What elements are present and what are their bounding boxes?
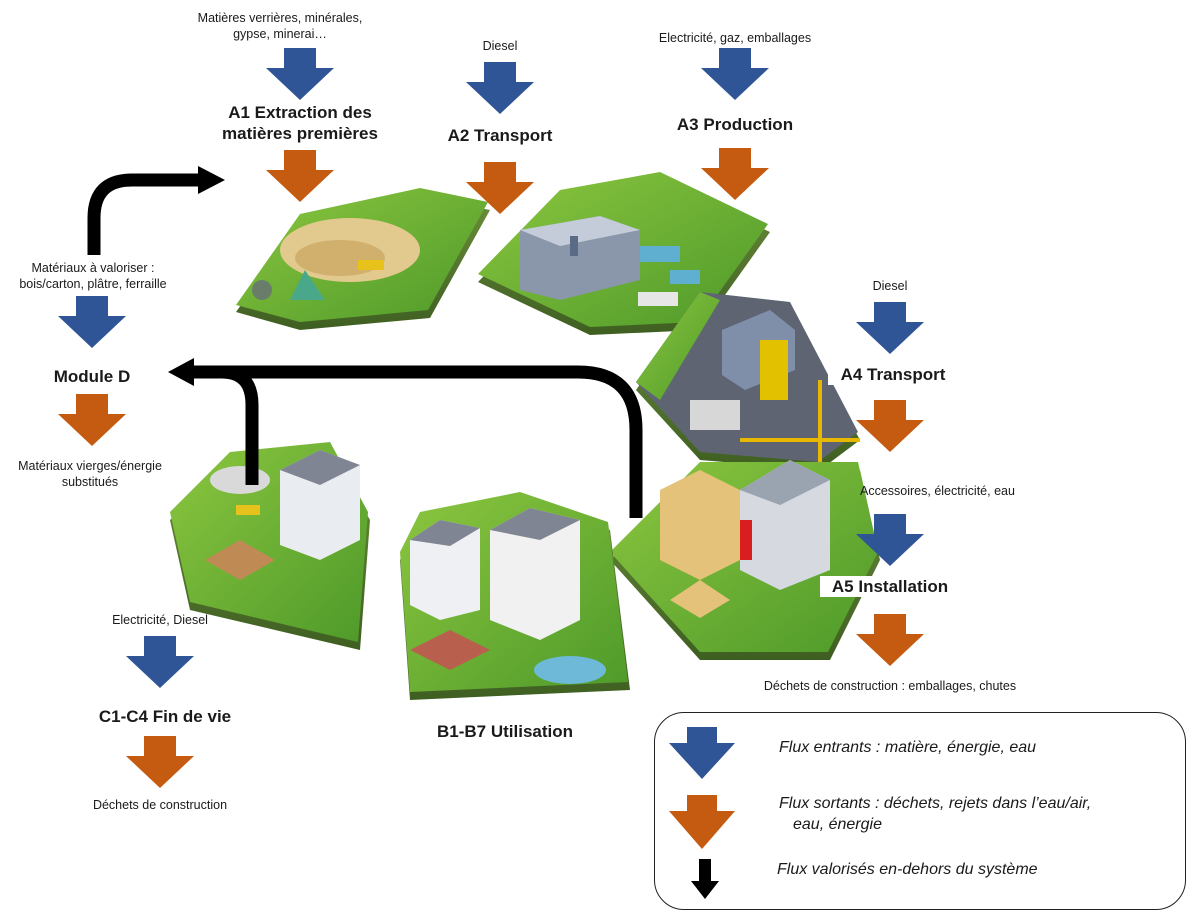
legend-outflow-line-1: Flux sortants : déchets, rejets dans l’e… [779, 795, 1092, 812]
a2-input-text: Diesel [482, 39, 518, 53]
a4-title: A4 Transport [828, 364, 958, 385]
legend-valorised-label: Flux valorisés en-dehors du système [777, 861, 1038, 878]
arrowhead-module-d [168, 358, 194, 386]
a1-outflow-arrow [266, 150, 334, 202]
legend-outflow-arrow [669, 795, 735, 849]
a2-inflow-arrow [466, 62, 534, 114]
a1-inflow-arrow [266, 48, 334, 100]
d-output-line-1: Matériaux vierges/énergie [18, 459, 162, 473]
legend-outflow-label: Flux sortants : déchets, rejets dans l’e… [779, 793, 1091, 835]
valorisation-arrow-from-c [221, 365, 259, 485]
c-input-text: Electricité, Diesel [112, 613, 208, 627]
c-title: C1-C4 Fin de vie [80, 706, 250, 727]
a2-outflow-arrow [466, 162, 534, 214]
a5-output-text: Déchets de construction : emballages, ch… [763, 679, 1017, 693]
d-title: Module D [32, 366, 152, 387]
a3-title: A3 Production [650, 114, 820, 135]
c-inflow-arrow [126, 636, 194, 688]
a5-input-text: Accessoires, électricité, eau [860, 484, 1015, 498]
arrowhead-a1 [198, 166, 225, 194]
d-output-line-2: substitués [61, 475, 119, 489]
a3-input-text: Electricité, gaz, emballages [658, 31, 812, 45]
c-outflow-arrow [126, 736, 194, 788]
a5-outflow-arrow [856, 614, 924, 666]
c-output-text: Déchets de construction [92, 798, 228, 812]
quarry-scene [236, 188, 490, 330]
logistics-scene [636, 292, 860, 520]
legend-valorised-arrow [691, 859, 719, 899]
d-output-text: Matériaux vierges/énergie substitués [0, 458, 180, 490]
d-input-text: Matériaux à valoriser : bois/carton, plâ… [0, 260, 186, 292]
d-outflow-arrow [58, 394, 126, 446]
a3-outflow-arrow [701, 148, 769, 200]
valorisation-arrow-to-a1 [87, 173, 200, 255]
b-title: B1-B7 Utilisation [420, 721, 590, 742]
legend-inflow-arrow [669, 727, 735, 779]
residential-scene [400, 492, 630, 700]
a1-title-line-2: matières premières [222, 124, 378, 143]
a4-outflow-arrow [856, 400, 924, 452]
a1-input-line-2: gypse, minerai… [233, 27, 327, 41]
a1-title: A1 Extraction des matières premières [200, 102, 400, 144]
a4-inflow-arrow [856, 302, 924, 354]
d-input-line-1: Matériaux à valoriser : [31, 261, 155, 275]
legend-inflow-label: Flux entrants : matière, énergie, eau [779, 739, 1037, 756]
legend-outflow-line-2: eau, énergie [793, 816, 882, 833]
d-inflow-arrow [58, 296, 126, 348]
legend: Flux entrants : matière, énergie, eau Fl… [654, 712, 1186, 910]
a3-inflow-arrow [701, 48, 769, 100]
a5-inflow-arrow [856, 514, 924, 566]
a5-title: A5 Installation [820, 576, 960, 597]
a4-input-text: Diesel [872, 279, 908, 293]
a1-input-text: Matières verrières, minérales, gypse, mi… [180, 10, 380, 42]
demolition-scene [170, 442, 370, 650]
a1-title-line-1: A1 Extraction des [228, 103, 372, 122]
valorisation-arrow-from-a5 [192, 365, 643, 518]
construction-scene [610, 460, 880, 660]
legend-symbols [669, 727, 735, 899]
d-input-line-2: bois/carton, plâtre, ferraille [19, 277, 167, 291]
a2-title: A2 Transport [430, 125, 570, 146]
a1-input-line-1: Matières verrières, minérales, [197, 11, 363, 25]
